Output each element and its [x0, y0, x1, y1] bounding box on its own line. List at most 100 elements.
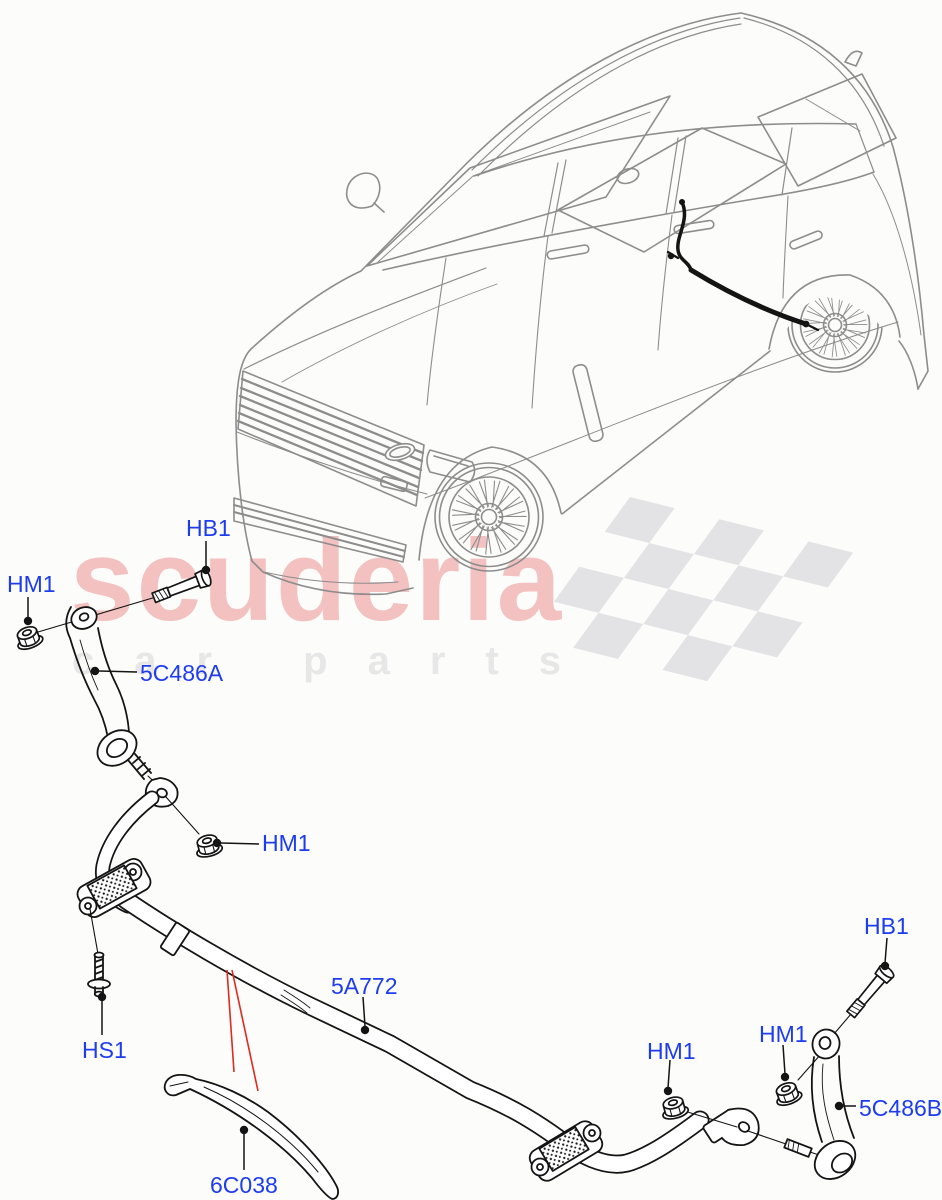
bar-clevis — [721, 1107, 760, 1147]
nut-axis-line — [165, 796, 200, 835]
link-top-eye-hole — [818, 1036, 832, 1050]
sunroof — [557, 127, 787, 253]
clamp-ear — [582, 1123, 602, 1143]
bar-end-hole — [156, 787, 168, 799]
part-label-hb1-left[interactable]: HB1 — [186, 515, 231, 541]
lower-intake — [233, 497, 407, 563]
part-label-hm1-upper-mid[interactable]: HM1 — [262, 830, 311, 856]
d-pillar — [781, 123, 875, 196]
door-handle-rear — [673, 219, 715, 235]
shield-hook-line — [169, 1081, 189, 1087]
body-silhouette — [235, 12, 929, 562]
front-lower-edge — [251, 560, 414, 596]
red-pointer-lines — [226, 969, 259, 1092]
part-label-hs1[interactable]: HS1 — [82, 1037, 127, 1063]
screw-hs1 — [87, 908, 111, 998]
screw-top — [93, 951, 105, 959]
link-arm-inner — [79, 639, 99, 691]
front-wheel — [434, 462, 544, 572]
link-top-eye-hole — [78, 612, 90, 622]
link-arm-edges — [810, 1055, 855, 1143]
part-bar-5a772 — [116, 890, 760, 1174]
bar-tube-core — [118, 892, 708, 1172]
bushing-clamp-right — [528, 1120, 604, 1182]
screw-shaft — [94, 955, 104, 982]
bushing-clamp-left — [76, 858, 152, 918]
bar-clevis-hole — [737, 1121, 751, 1133]
bumper-marker — [380, 475, 408, 493]
quarter-trim — [789, 230, 823, 250]
part-label-5c486b[interactable]: 5C486B — [859, 1095, 942, 1121]
c-pillar — [665, 135, 687, 215]
shield-inner-line — [203, 1086, 319, 1173]
clamp-ear-hole — [536, 1163, 544, 1171]
hood-seam — [243, 267, 487, 370]
door-handle-front — [546, 244, 590, 260]
nut-axis-line — [797, 1053, 822, 1081]
part-label-hm1-lower-mid[interactable]: HM1 — [647, 1038, 696, 1064]
rear-shoulder-line — [872, 173, 922, 336]
windshield — [366, 95, 671, 267]
bolt-hb1-left — [149, 567, 214, 607]
clamp-ear — [78, 896, 98, 916]
brand-badge-oval-inner — [389, 445, 411, 459]
clamp-ear-hole — [84, 902, 92, 910]
link-bottom-eye — [813, 1140, 857, 1180]
door-seams — [426, 195, 789, 409]
part-label-hm1-left[interactable]: HM1 — [7, 571, 56, 597]
window-top-line — [473, 122, 857, 177]
stabilizer-bar-exploded-diagram — [12, 567, 897, 1200]
part-label-hb1-right[interactable]: HB1 — [864, 913, 909, 939]
rear-glass — [757, 73, 897, 187]
checkered-flag-watermark — [553, 497, 854, 682]
rear-wheel — [787, 277, 883, 373]
clamp-bush-rubber — [538, 1126, 590, 1172]
shield-outline — [163, 1073, 339, 1200]
bar-tube-outline — [116, 890, 710, 1174]
rear-glass-slash — [805, 98, 861, 132]
windshield-inner-line — [377, 111, 651, 263]
skid-plate — [263, 571, 399, 584]
side-crease — [424, 321, 899, 499]
clamp-bush-rubber — [86, 864, 138, 910]
roof-antenna-fin — [844, 50, 863, 67]
link-stud — [783, 1138, 813, 1158]
part-label-5c486a[interactable]: 5C486A — [140, 660, 224, 686]
mirror-left — [345, 172, 385, 213]
part-label-5a772[interactable]: 5A772 — [331, 973, 398, 999]
beltline — [382, 171, 875, 271]
brand-badge-oval — [384, 442, 416, 462]
roof-rail-left — [471, 17, 742, 177]
screw-flange — [87, 978, 111, 990]
grille-slats — [236, 377, 425, 497]
link-arm-inner — [821, 1063, 835, 1141]
nut-axis-line-mid — [680, 1109, 738, 1128]
bar-inner-lines — [280, 989, 311, 1014]
part-shield-6c038 — [163, 1073, 339, 1200]
link-bushing — [96, 729, 138, 767]
link-stud — [127, 753, 152, 780]
part-location-highlight — [666, 199, 820, 332]
link-bottom-eye-inner — [830, 1152, 854, 1174]
hood-crease — [281, 283, 498, 383]
screw-axis-line — [89, 908, 99, 955]
vehicle-line-art — [233, 12, 929, 596]
part-label-hm1-right[interactable]: HM1 — [759, 1021, 808, 1047]
link-bushing-inner — [105, 738, 129, 758]
headlight — [426, 449, 476, 483]
grille-outline — [237, 370, 425, 507]
rear-fender-cover — [764, 272, 902, 352]
bar-collar — [159, 921, 191, 957]
part-label-6c038[interactable]: 6C038 — [210, 1172, 278, 1198]
part-link-5c486b — [658, 962, 897, 1180]
nut-hm1-right — [771, 1078, 805, 1109]
front-wheel-arch — [418, 446, 562, 561]
rear-lower-edge — [898, 340, 919, 390]
b-pillar — [543, 159, 567, 237]
clamp-ear-hole — [588, 1129, 596, 1137]
clamp-ear — [530, 1157, 550, 1177]
part-link-5c486a — [12, 567, 214, 792]
nut-hm1-left — [12, 622, 46, 653]
